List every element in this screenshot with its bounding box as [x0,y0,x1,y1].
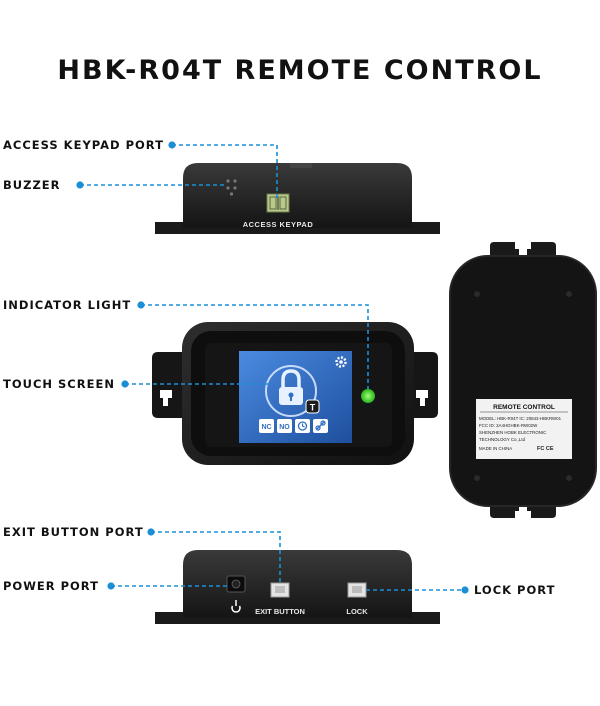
leader-exit-button-port [151,531,281,584]
back-label-line: SHENZHEN HOBK ELECTRONIC [479,430,546,435]
certification-marks: FC CE [537,446,554,452]
leader-indicator-light [141,304,369,389]
callout-power-port: POWER PORT [3,579,99,593]
timer-icon [295,419,310,433]
leader-access-keypad-port [172,144,278,198]
back-view-device: REMOTE CONTROL MODEL: HBK-R04T IC: 20843… [449,242,597,518]
exit-button-label: EXIT BUTTON [255,607,305,616]
callout-indicator-light: INDICATOR LIGHT [3,298,132,312]
bottom-view-device: EXIT BUTTON LOCK [155,550,440,624]
callout-access-keypad-port: ACCESS KEYPAD PORT [3,138,164,152]
housing-back [449,255,597,507]
left-ear [152,352,186,418]
front-view-device: T NC NO [152,322,438,465]
housing-bottom [183,550,412,618]
back-label-line: FCC ID: 2A4HGHBK-RW02W [479,423,538,428]
power-icon [231,600,241,613]
rating-label [476,399,572,459]
padlock-icon [265,365,317,417]
callout-leaders [80,144,465,591]
callout-touch-screen: TOUCH SCREEN [3,377,115,391]
back-label-line: TECHNOLOGY Co.,Ltd [479,437,526,442]
svg-text:NC: NC [261,424,271,431]
indicator-led [361,389,375,403]
t-badge [305,399,320,414]
nc-icon: NC [259,419,274,433]
callout-dots [76,141,469,594]
no-icon: NO [277,419,292,433]
back-label-line: MADE IN CHINA [479,446,512,451]
access-keypad-label: ACCESS KEYPAD [243,220,314,229]
svg-text:NO: NO [279,424,290,431]
callout-lock-port: LOCK PORT [474,583,556,597]
buzzer-holes [226,179,237,196]
link-icon [313,419,328,433]
back-label-heading: REMOTE CONTROL [493,404,555,411]
right-ear [410,352,438,418]
t-badge-label: T [310,403,316,413]
page-title: HBK-R04T REMOTE CONTROL [57,55,543,86]
keypad-port-icon [266,193,290,213]
top-view-device: ACCESS KEYPAD [155,163,440,234]
lock-label: LOCK [346,607,368,616]
housing-top [183,163,412,228]
callout-exit-button-port: EXIT BUTTON PORT [3,525,144,539]
gear-icon [335,356,347,368]
back-label-line: MODEL: HBK-R04T IC: 20843-HBKRW01 [479,416,562,421]
callout-buzzer: BUZZER [3,178,61,192]
